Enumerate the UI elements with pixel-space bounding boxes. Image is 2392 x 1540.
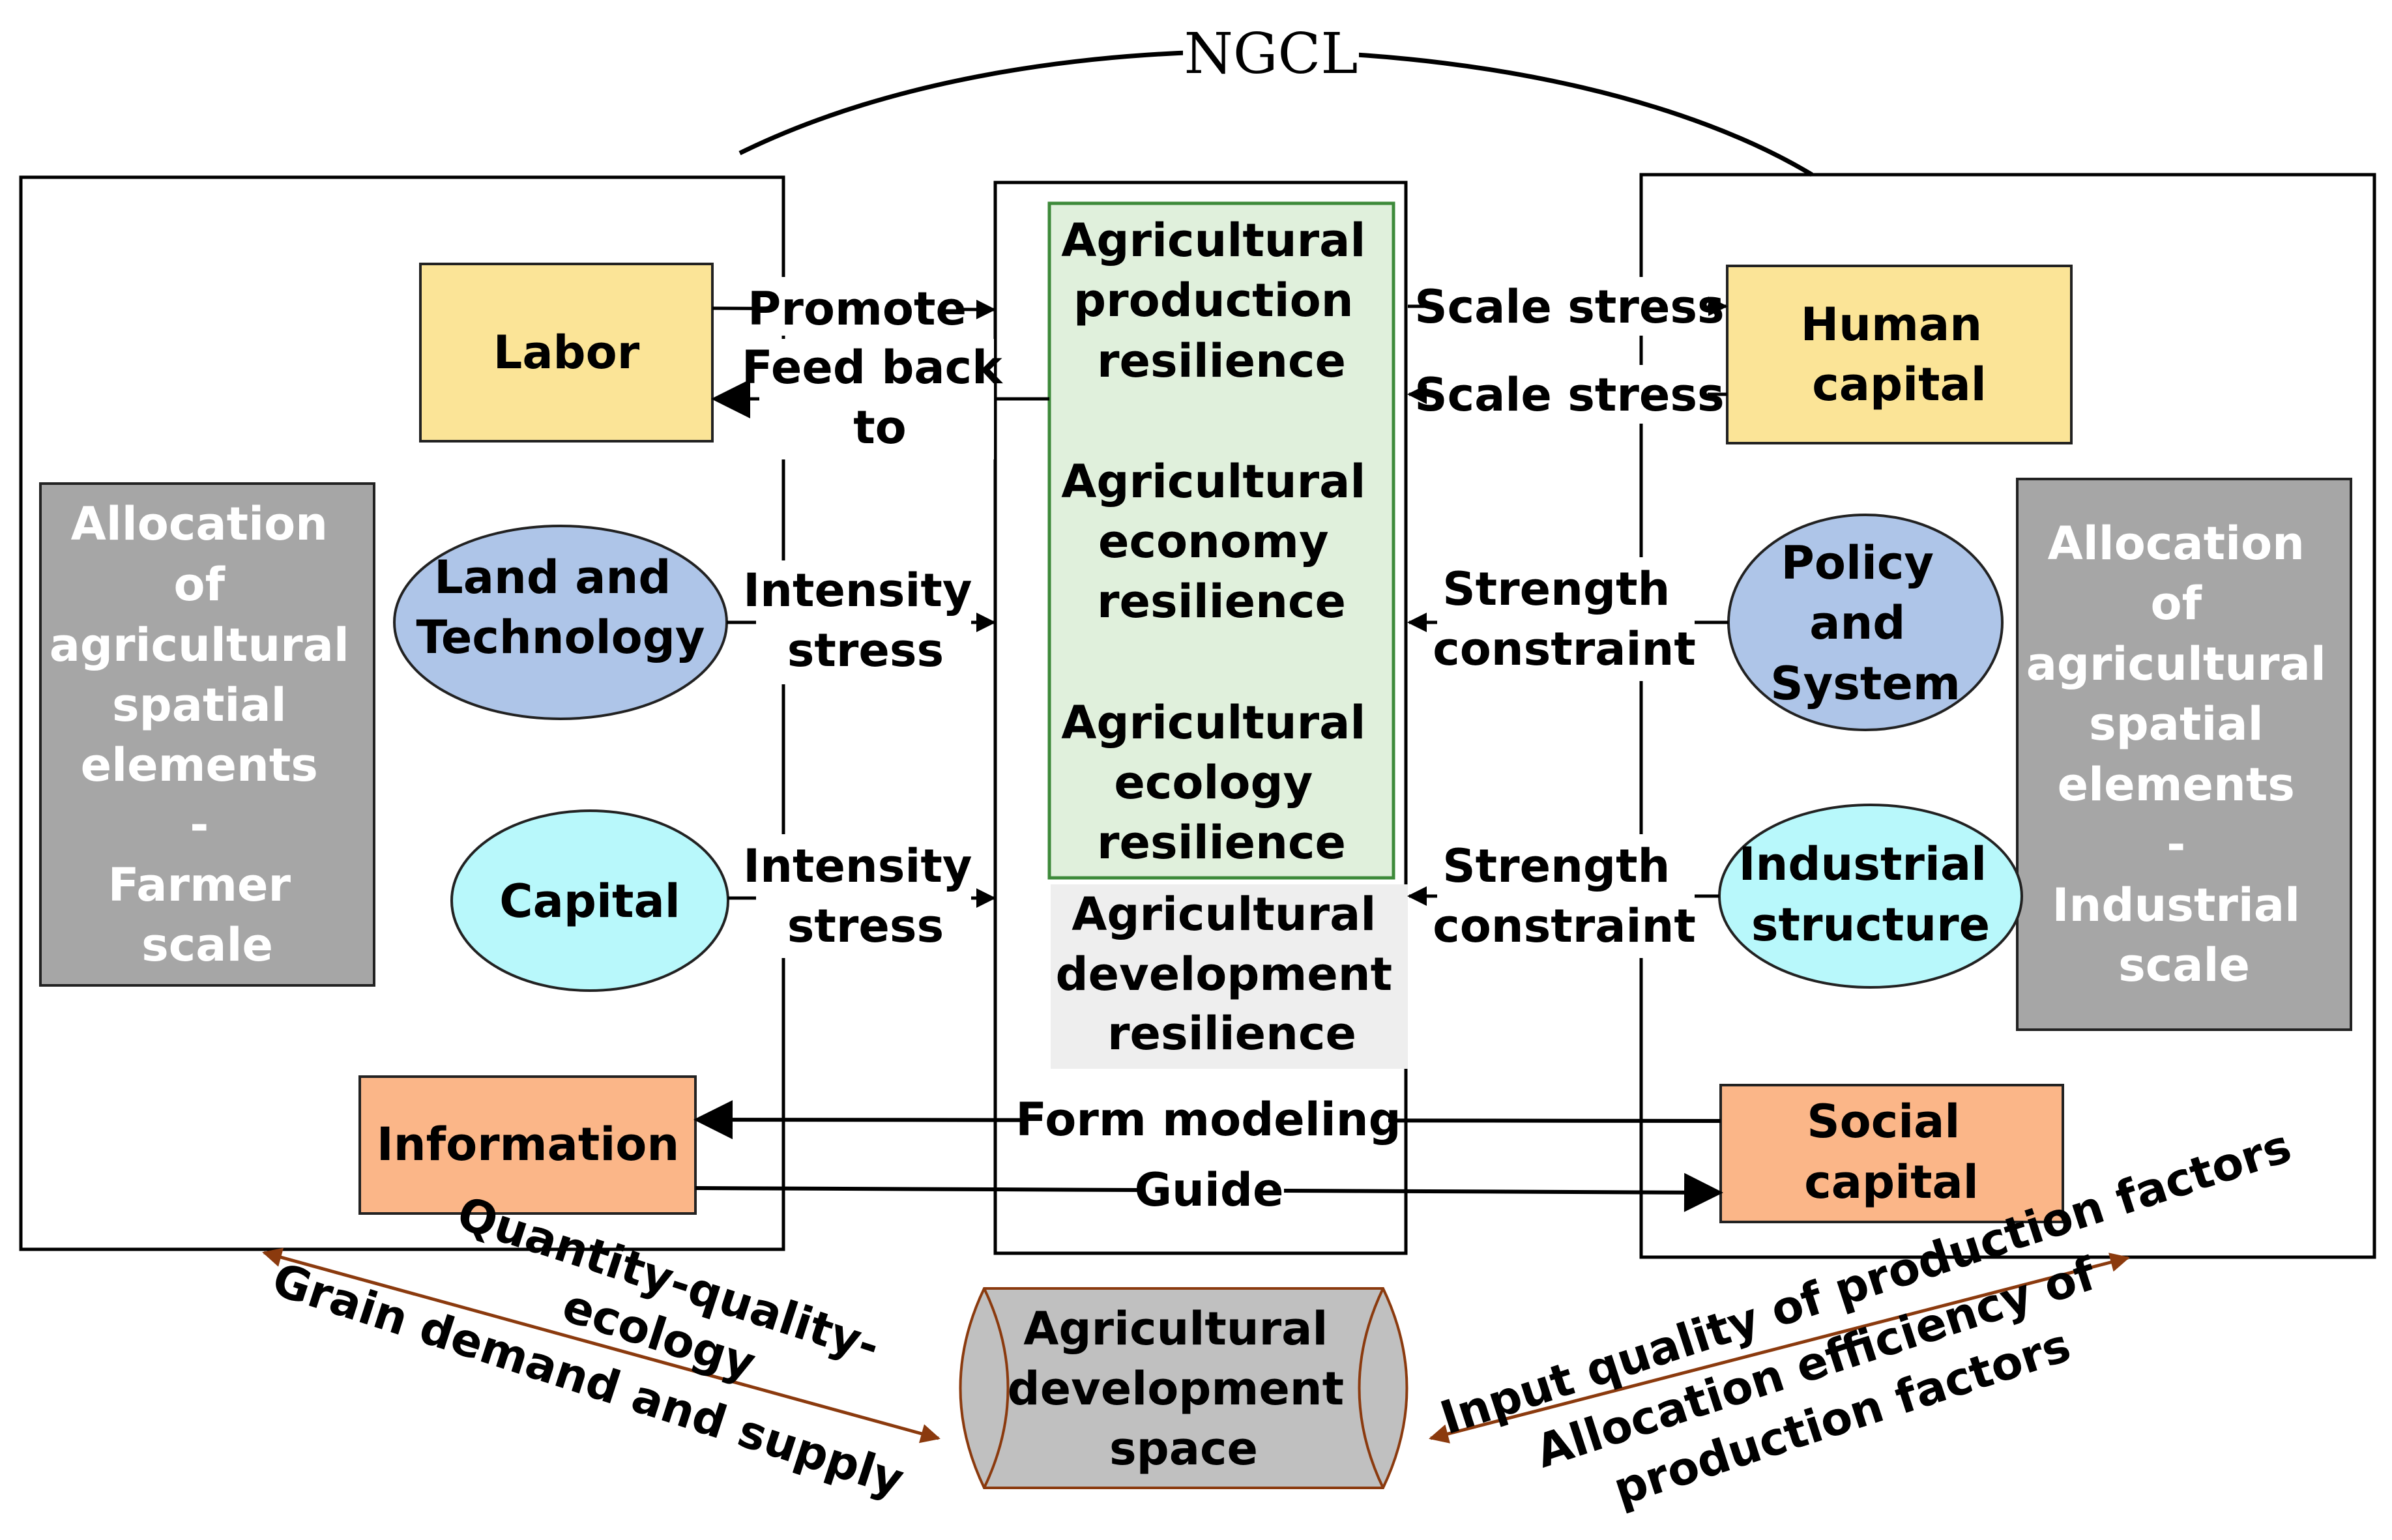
- strength2-label-bg: [1437, 834, 1695, 958]
- industrial-structure-text: Industrial structure: [1738, 837, 2002, 952]
- intensity1-label: Intensity stress: [743, 564, 988, 677]
- scale-stress2-label-bg: [1431, 365, 1708, 424]
- resilience-green-box: [1047, 201, 1395, 880]
- economy-resilience-text: Agricultural economy resilience: [1061, 455, 1382, 628]
- social-capital-text: Social capital: [1804, 1095, 1979, 1209]
- intensity2-label-bg: [756, 834, 971, 958]
- guide-label: Guide: [1135, 1163, 1284, 1217]
- labor-box: [419, 263, 714, 443]
- intensity2-label: Intensity stress: [743, 839, 988, 953]
- strength1-label-bg: [1437, 557, 1695, 681]
- right-brown-double-arrow: [1429, 1253, 2130, 1444]
- social-capital-box: [1719, 1084, 2064, 1223]
- left-brown-double-arrow: [262, 1247, 941, 1444]
- left-allocation-text: Allocation of agricultural spatial eleme…: [50, 497, 366, 972]
- land-tech-text: Land and Technology: [416, 551, 705, 664]
- feedback-label: Feed back to: [742, 341, 1018, 454]
- human-capital-text: Human capital: [1801, 298, 1998, 411]
- industrial-structure-ellipse: [1718, 804, 2023, 989]
- promote-label-bg: [753, 277, 958, 336]
- labor-text: Labor: [493, 326, 640, 379]
- strength1-label: Strength constraint: [1433, 562, 1696, 676]
- left-allocation-box: [39, 482, 375, 987]
- scale-stress1-label: Scale stress: [1414, 280, 1724, 334]
- feedback-label-bg: [759, 339, 994, 459]
- ngcl-title: NGCL: [1184, 22, 1358, 87]
- ngcl-title-bg: [1183, 20, 1359, 91]
- strength2-label: Strength constraint: [1433, 839, 1696, 953]
- ecology-resilience-text: Agricultural ecology resilience: [1061, 696, 1382, 869]
- development-space-inner-right: [1358, 1288, 1384, 1489]
- policy-system-text: Policy and System: [1770, 536, 1961, 710]
- scale-stress1-label-bg: [1431, 277, 1708, 336]
- development-space-inner-left: [983, 1288, 1010, 1489]
- scale-stress2-label: Scale stress: [1414, 368, 1724, 422]
- information-text: Information: [377, 1118, 680, 1171]
- development-resilience-text: Agricultural development resilience: [1056, 888, 1408, 1060]
- guide-label-bg: [1137, 1161, 1284, 1220]
- promote-label: Promote: [748, 282, 967, 336]
- information-box: [358, 1075, 697, 1215]
- capital-text: Capital: [499, 875, 680, 928]
- capital-ellipse: [450, 809, 729, 992]
- human-capital-box: [1726, 265, 2073, 444]
- form-modeling-label: Form modeling: [1015, 1093, 1401, 1146]
- form-modeling-label-bg: [1027, 1088, 1388, 1150]
- production-resilience-text: Agricultural production resilience: [1061, 214, 1382, 388]
- right-allocation-text: Allocation of agricultural spatial eleme…: [2026, 517, 2342, 992]
- right-allocation-box: [2016, 478, 2352, 1031]
- development-space-text: Agricultural development space: [1008, 1302, 1360, 1475]
- development-resilience-box: [1051, 884, 1408, 1069]
- intensity1-label-bg: [756, 560, 971, 684]
- center-panel-frame: [993, 181, 1408, 1255]
